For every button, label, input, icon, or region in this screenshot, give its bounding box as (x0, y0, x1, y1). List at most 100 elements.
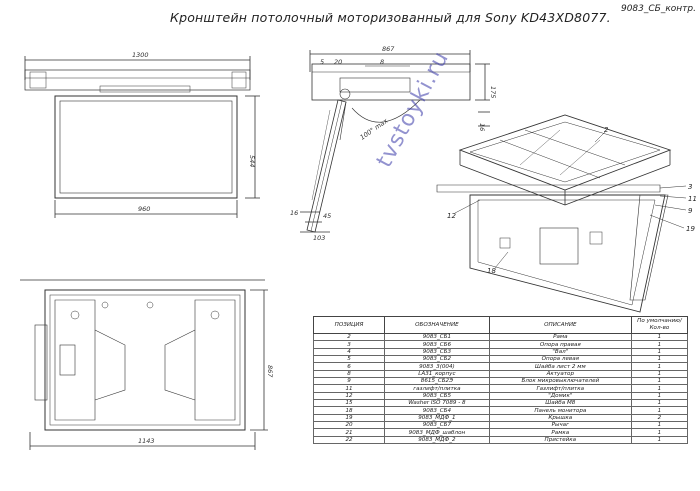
cell-quantity: 1 (630, 435, 689, 445)
cell-quantity: 1 (630, 362, 689, 371)
dim-16-side: 16 (478, 123, 486, 131)
cell-designation: 9083_СБ3 (384, 347, 490, 357)
cell-quantity: 2 (630, 413, 689, 423)
drawing-title: Кронштейн потолочный моторизованный для … (170, 10, 611, 25)
cell-position: 12 (312, 391, 386, 401)
dim-45: 45 (323, 212, 331, 220)
dim-867-bottom: 867 (266, 365, 274, 378)
cell-quantity: 1 (630, 340, 689, 349)
cell-designation: 9083_МДФ_2 (384, 435, 490, 445)
dim-1300: 1300 (132, 51, 149, 59)
cell-quantity: 1 (630, 377, 689, 386)
cell-designation: газлифт/плитка (384, 384, 490, 393)
cell-description: Шайба М8 (488, 399, 632, 408)
dim-103: 103 (313, 234, 325, 242)
dim-867-top: 867 (382, 45, 395, 53)
cell-designation: LA31_корпус (384, 369, 490, 379)
specification-table: ПОЗИЦИЯ ОБОЗНАЧЕНИЕ ОПИСАНИЕ По умолчани… (312, 316, 689, 445)
dim-544: 544 (248, 155, 256, 167)
cell-position: 22 (312, 435, 386, 445)
col-header-position: ПОЗИЦИЯ (312, 316, 386, 334)
callout-3: 3 (688, 183, 692, 191)
cell-designation: 9083_СБ5 (384, 391, 490, 401)
cell-quantity: 1 (630, 399, 689, 408)
cell-description: Опора левая (488, 355, 632, 364)
cell-quantity: 1 (630, 332, 689, 342)
cell-quantity: 1 (630, 406, 689, 415)
cell-quantity: 1 (630, 355, 689, 364)
dim-20: 20 (334, 58, 342, 66)
cell-designation: 9083_СБ7 (384, 421, 490, 430)
cell-position: 3 (312, 340, 386, 349)
side-view (300, 50, 490, 233)
table-header-row: ПОЗИЦИЯ ОБОЗНАЧЕНИЕ ОПИСАНИЕ По умолчани… (312, 316, 689, 334)
cell-designation: 9083_СБ6 (384, 340, 490, 349)
cell-description: Опора правая (488, 340, 632, 349)
col-header-quantity: По умолчанию/Кол-во (630, 316, 689, 334)
cell-designation: 9083_МДФ_1 (384, 413, 490, 423)
cell-position: 11 (312, 384, 386, 393)
cell-position: 2 (312, 332, 386, 342)
cell-position: 5 (312, 355, 386, 364)
dim-8: 8 (380, 58, 384, 66)
cell-description: Пристейка (488, 435, 632, 445)
cell-description: Крышка (488, 413, 632, 423)
cell-designation: 9083_СБ1 (384, 332, 490, 342)
iso-view (436, 114, 687, 313)
cell-quantity: 1 (630, 347, 689, 357)
cell-position: 6 (312, 362, 386, 371)
cell-description: Шайба лист 2 мм (488, 362, 632, 371)
cell-description: "Домик" (488, 391, 632, 401)
callout-11: 11 (688, 195, 697, 203)
col-header-description: ОПИСАНИЕ (488, 316, 632, 334)
cell-description: Рама (488, 332, 632, 342)
dim-175: 175 (489, 86, 497, 98)
bottom-view (20, 279, 268, 450)
cell-position: 4 (312, 347, 386, 357)
cell-description: "Вал" (488, 347, 632, 357)
cell-description: Актуатор (488, 369, 632, 379)
cell-designation: 8615_СБ2Э (384, 377, 490, 386)
dim-960: 960 (138, 205, 150, 213)
cell-position: 15 (312, 399, 386, 408)
cell-description: Газлифт/плитка (488, 384, 632, 393)
cell-description: Блок микровыключателей (488, 377, 632, 386)
cell-position: 21 (312, 428, 386, 437)
dim-5: 5 (320, 58, 324, 66)
cell-position: 9 (312, 377, 386, 386)
callout-2: 2 (604, 126, 609, 134)
cell-designation: 9083_СБ2 (384, 355, 490, 364)
cell-designation: Washer ISO 7089 - 8 (384, 399, 490, 408)
document-code: 9083_СБ_контр. (620, 4, 696, 14)
part-callouts: 2 3 11 9 19 12 18 (447, 126, 697, 275)
cell-description: Рычаг (488, 421, 632, 430)
cell-position: 20 (312, 421, 386, 430)
callout-9: 9 (688, 207, 693, 215)
callout-18: 18 (487, 267, 496, 275)
front-view (24, 56, 260, 218)
cell-quantity: 1 (630, 391, 689, 401)
cell-quantity: 1 (630, 428, 689, 437)
cell-position: 8 (312, 369, 386, 379)
cell-designation: 9083_МДФ_шаблон (384, 428, 490, 437)
callout-12: 12 (447, 212, 456, 220)
cell-position: 19 (312, 413, 386, 423)
col-header-designation: ОБОЗНАЧЕНИЕ (384, 316, 490, 334)
cell-position: 18 (312, 406, 386, 415)
